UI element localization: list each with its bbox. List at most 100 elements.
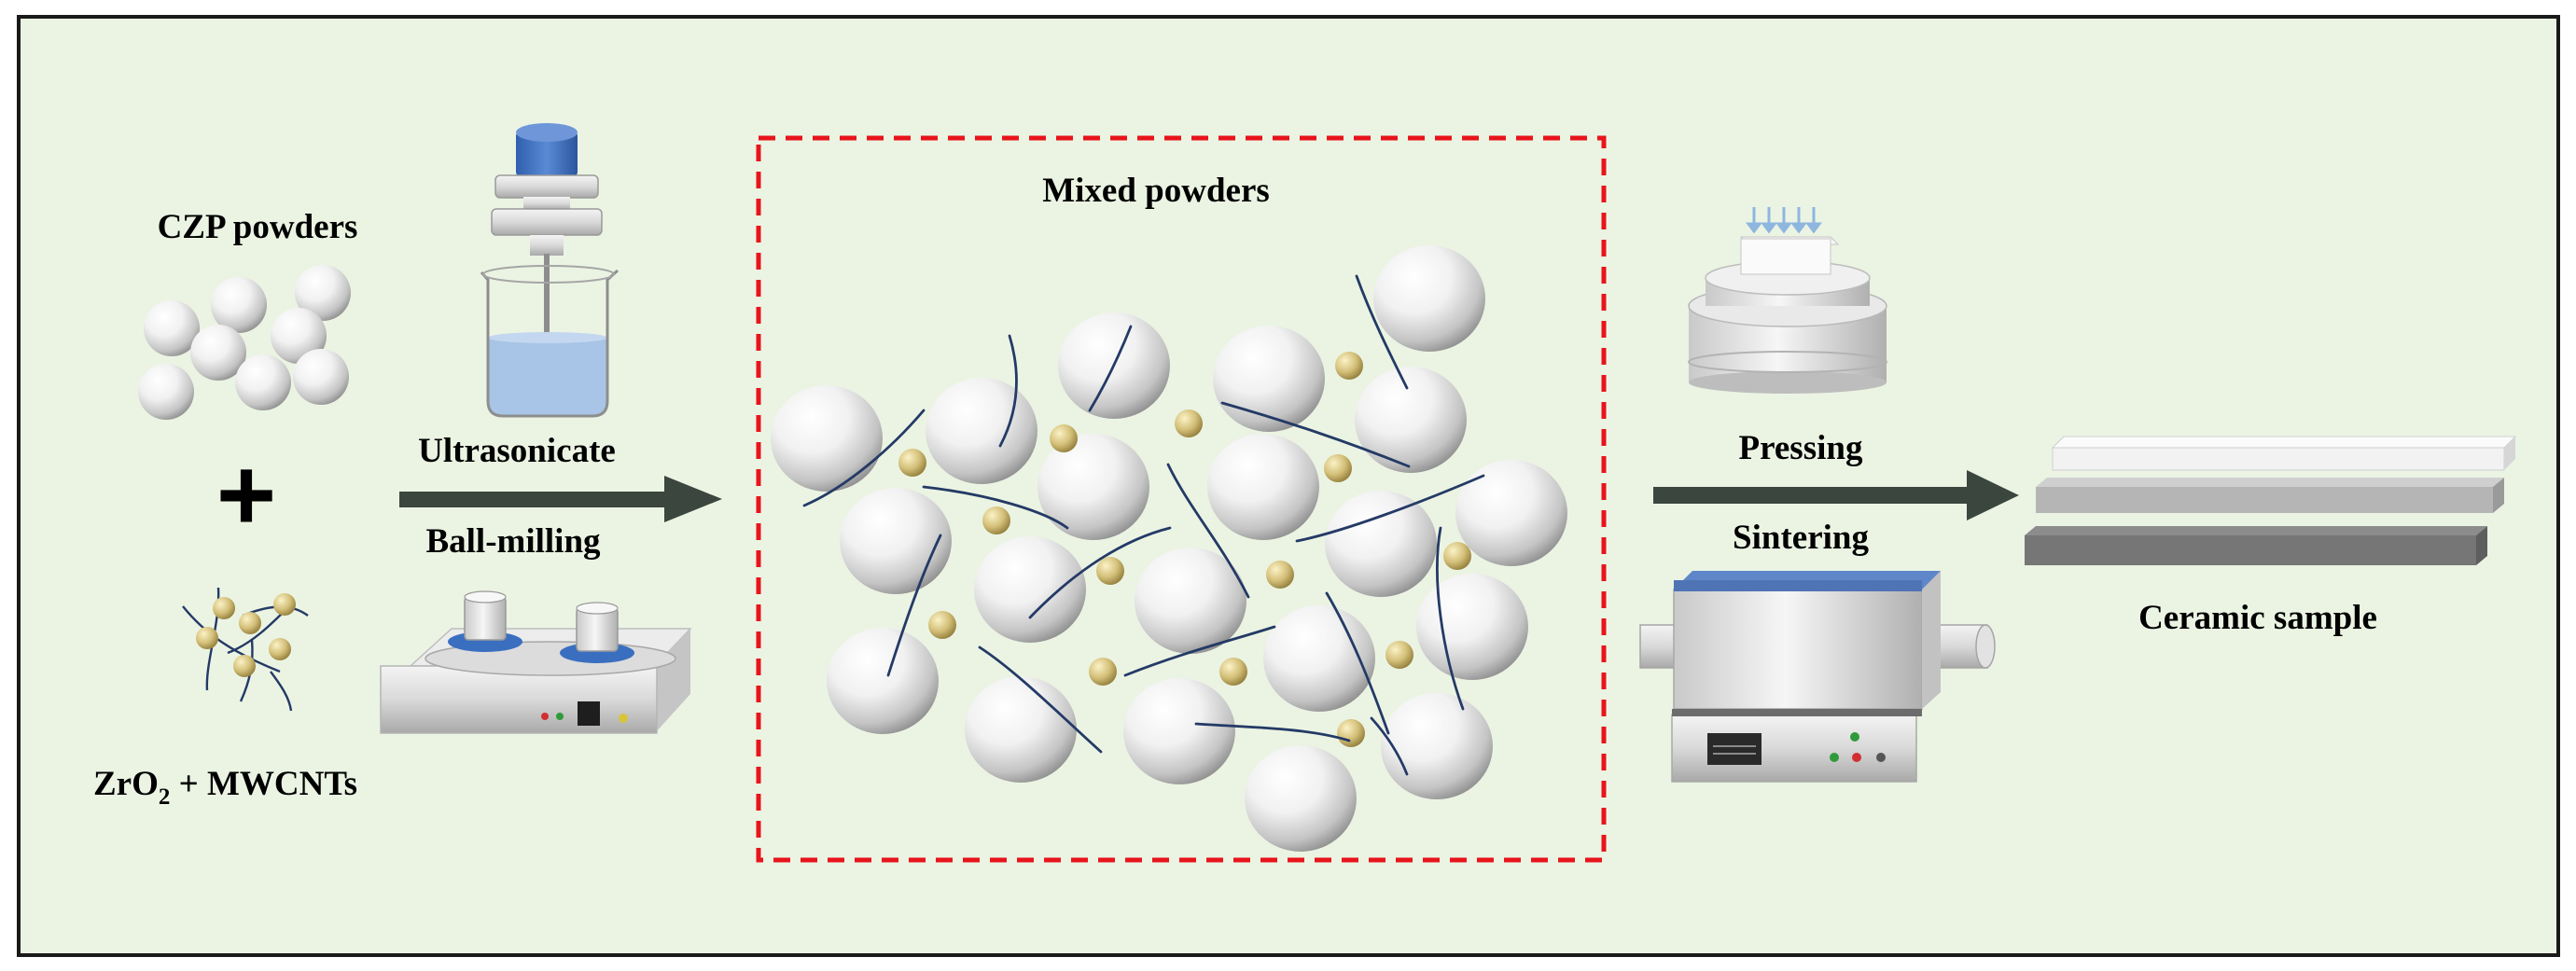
- carbon-nanotube-icon: [1028, 526, 1172, 619]
- gold-particle-icon: [898, 449, 926, 477]
- white-sphere-icon: [1135, 548, 1246, 654]
- arrow-head: [1967, 470, 2019, 520]
- czp-powder-spheres: [138, 265, 351, 420]
- carbon-nanotube-icon: [270, 671, 293, 712]
- bar-middle-face: [2036, 478, 2504, 487]
- process-arrow-2: [1653, 470, 2019, 520]
- mill-jar-right-top: [576, 602, 619, 615]
- process-arrow-1: [399, 476, 722, 522]
- mill-indicator-green: [556, 713, 564, 720]
- ball-milling-label: Ball-milling: [425, 522, 601, 561]
- carbon-nanotube-icon: [998, 334, 1018, 448]
- white-sphere-icon: [1037, 434, 1149, 540]
- furnace-controller-bezel: [1672, 709, 1922, 716]
- mill-jar-left: [464, 596, 507, 641]
- white-sphere-icon: [295, 265, 351, 321]
- furnace-indicator-gray: [1876, 753, 1886, 762]
- bar-bottom: [2025, 535, 2476, 565]
- probe-stem: [530, 235, 564, 256]
- tube-furnace-icon: [1639, 571, 1996, 783]
- gold-particle-icon: [1219, 658, 1247, 686]
- white-sphere-icon: [1373, 245, 1485, 352]
- press-base-bottom: [1689, 371, 1887, 394]
- gold-particle-icon: [928, 611, 956, 639]
- gold-particle-icon: [1096, 557, 1124, 585]
- gold-particle-icon: [269, 638, 291, 660]
- beaker-glass: [480, 269, 620, 418]
- white-sphere-icon: [771, 385, 883, 492]
- gold-particle-icon: [196, 627, 218, 649]
- gold-particle-icon: [1335, 352, 1363, 380]
- mixed-powders-dashed-box: [756, 135, 1607, 863]
- mill-side-surface: [655, 629, 690, 733]
- gold-particle-icon: [1443, 542, 1471, 570]
- white-sphere-icon: [1416, 574, 1528, 680]
- press-base-ring: [1688, 351, 1887, 373]
- press-arrows: [1746, 207, 1822, 234]
- furnace-display: [1707, 733, 1761, 765]
- mill-jar-right: [576, 607, 619, 652]
- white-sphere-icon: [827, 628, 939, 734]
- white-sphere-icon: [138, 364, 194, 420]
- carbon-nanotube-icon: [1370, 716, 1409, 776]
- probe-cap-top: [516, 123, 578, 142]
- carbon-nanotube-icon: [802, 409, 926, 507]
- mixed-powder-spheres: [771, 245, 1567, 852]
- white-sphere-icon: [271, 308, 327, 364]
- gold-particle-icon: [273, 593, 296, 616]
- gold-particle-icon: [213, 597, 235, 619]
- gold-particle-icon: [233, 655, 256, 677]
- white-sphere-icon: [293, 349, 349, 405]
- gold-particle-icon: [1385, 641, 1413, 669]
- bar-middle: [2036, 487, 2493, 513]
- furnace-tube-end: [1975, 624, 1996, 669]
- gold-particle-icon: [1337, 719, 1365, 747]
- mill-front-panel: [380, 665, 658, 734]
- mixed-zro2-particles: [898, 352, 1471, 747]
- gold-particle-icon: [1050, 424, 1078, 452]
- gold-particle-icon: [239, 612, 261, 634]
- gold-particle-icon: [1089, 658, 1117, 686]
- arrow-head: [664, 476, 722, 522]
- zro2-particles: [196, 593, 296, 677]
- carbon-nanotube-icon: [1166, 463, 1250, 599]
- white-sphere-icon: [1213, 326, 1325, 432]
- furnace-indicator-red: [1852, 753, 1861, 762]
- furnace-body: [1673, 589, 1923, 710]
- carbon-nanotube-icon: [1220, 401, 1411, 468]
- ceramic-sample-label: Ceramic sample: [2138, 599, 2377, 637]
- bar-bottom-side: [2476, 526, 2487, 565]
- carbon-nanotube-icon: [1123, 625, 1276, 677]
- bar-top: [2052, 447, 2505, 471]
- probe-neck: [523, 197, 570, 210]
- probe-body-upper: [494, 174, 599, 199]
- probe-cap: [516, 131, 578, 177]
- beaker-liquid-surface: [488, 332, 607, 343]
- carbon-nanotube-icon: [1325, 591, 1390, 735]
- carbon-nanotube-icon: [182, 605, 281, 673]
- ultrasonicate-label: Ultrasonicate: [418, 432, 616, 470]
- czp-powders-label: CZP powders: [158, 208, 358, 246]
- mill-jar-left-top: [464, 590, 507, 603]
- white-sphere-icon: [1207, 434, 1319, 540]
- arrow-shaft: [1653, 487, 1972, 504]
- bar-middle-side: [2493, 478, 2504, 513]
- gold-particle-icon: [982, 506, 1010, 534]
- furnace-indicator-green: [1830, 753, 1839, 762]
- furnace-lid-front: [1674, 580, 1922, 591]
- carbon-nanotube-icon: [922, 485, 1069, 530]
- white-sphere-icon: [144, 300, 200, 356]
- carbon-nanotube-icon: [886, 534, 942, 677]
- bar-top-face: [2051, 436, 2517, 449]
- bar-bottom-face: [2025, 526, 2487, 535]
- carbon-nanotube-icon: [1194, 722, 1351, 742]
- white-sphere-icon: [1123, 678, 1235, 784]
- white-sphere-icon: [1245, 745, 1357, 852]
- press-icon: [1688, 207, 1887, 394]
- zro2-mwcnts-label: ZrO2 + MWCNTs: [93, 765, 357, 810]
- white-sphere-icon: [965, 676, 1077, 783]
- white-sphere-icon: [235, 354, 291, 410]
- sintering-label: Sintering: [1733, 519, 1869, 557]
- ultrasonic-probe-icon: [480, 123, 620, 418]
